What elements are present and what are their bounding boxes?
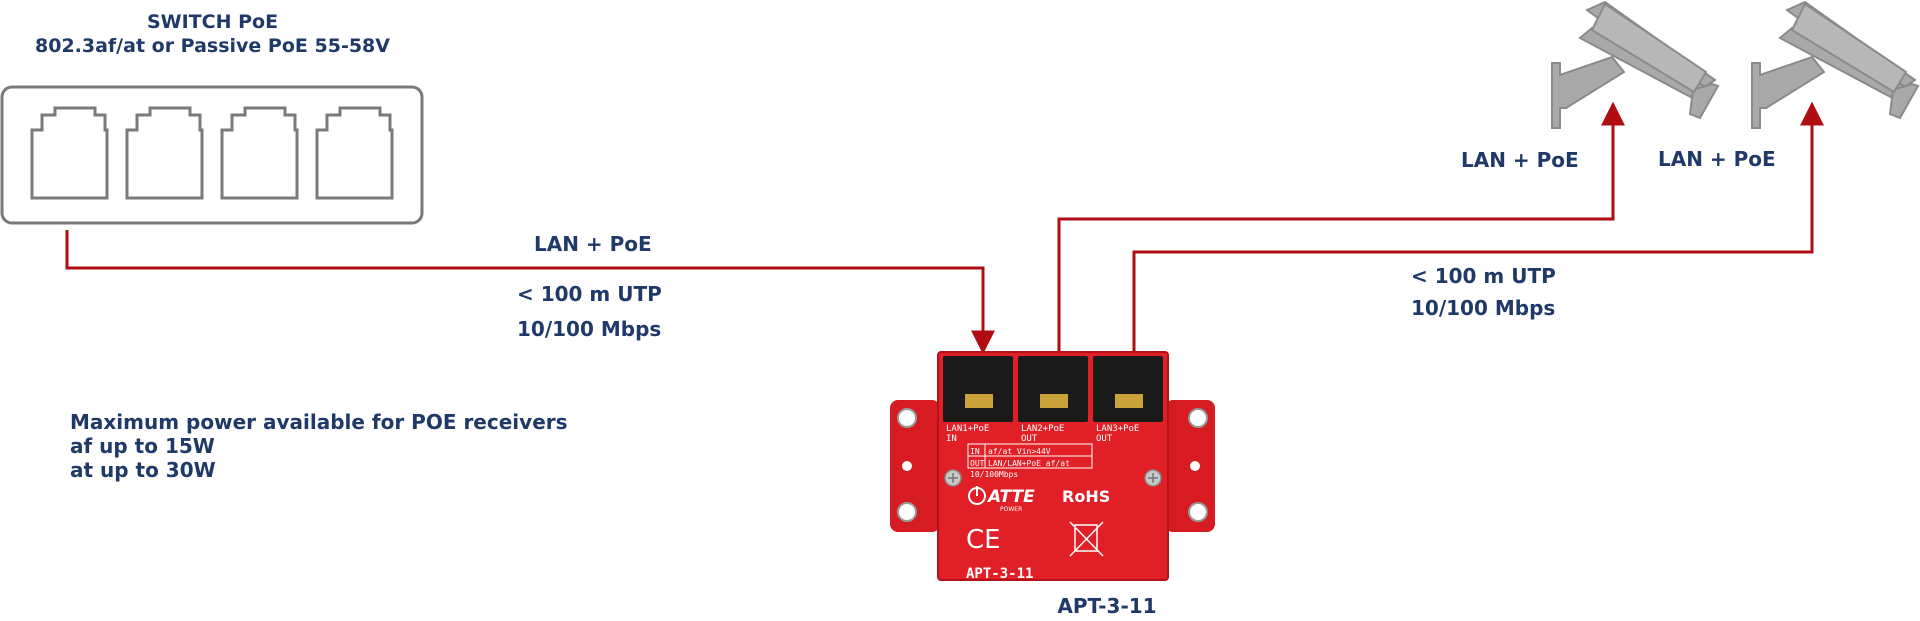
device-port2-label: LAN2+PoE <box>1021 424 1064 434</box>
link-device-to-camera-2 <box>1132 101 1824 355</box>
camera-1-icon <box>1551 0 1720 129</box>
device-port2-dir: OUT <box>1021 434 1038 444</box>
device-apt-3-11: LAN1+PoE IN LAN2+PoE OUT LAN3+PoE OUT IN… <box>890 351 1215 582</box>
right-link-distance: < 100 m UTP <box>1411 264 1556 288</box>
device-left-ear <box>890 400 940 532</box>
device-port3-label: LAN3+PoE <box>1096 424 1139 434</box>
device-brand-sub: POWER <box>1000 506 1022 513</box>
device-jack-2 <box>1018 356 1088 422</box>
left-link-speed: 10/100 Mbps <box>517 317 662 341</box>
power-note-title: Maximum power available for POE receiver… <box>70 410 568 434</box>
camera-1-label: LAN + PoE <box>1461 148 1579 172</box>
switch-port-3 <box>220 106 299 200</box>
right-link-speed: 10/100 Mbps <box>1411 296 1556 320</box>
switch-title: SWITCH PoE <box>146 11 279 33</box>
device-port1-dir: IN <box>946 434 957 444</box>
switch-title-block: SWITCH PoE 802.3af/at or Passive PoE 55-… <box>0 10 425 58</box>
device-spec-out-value: LAN/LAN+PoE af/at <box>988 459 1070 468</box>
device-spec-in-label: IN <box>970 447 980 456</box>
device-spec-speed: 10/100Mbps <box>970 470 1018 479</box>
device-spec-out-label: OUT <box>970 459 985 468</box>
weee-icon <box>1069 521 1104 557</box>
camera-2-icon <box>1751 0 1920 129</box>
link-switch-to-device <box>65 230 995 355</box>
power-note-af: af up to 15W <box>70 434 215 458</box>
power-note: Maximum power available for POE receiver… <box>70 410 568 482</box>
link-device-to-camera-1 <box>1057 101 1625 355</box>
power-note-at: at up to 30W <box>70 458 216 482</box>
device-model-print: APT-3-11 <box>966 566 1033 582</box>
device-rohs: RoHS <box>1062 487 1110 506</box>
switch-port-1 <box>30 106 109 200</box>
device-port3-dir: OUT <box>1096 434 1113 444</box>
device-jack-3 <box>1093 356 1163 422</box>
switch-port-2 <box>125 106 204 200</box>
device-spec-in-value: af/at Vin>44V <box>988 447 1051 456</box>
device-ce-mark: CE <box>966 525 1001 555</box>
left-link-label: LAN + PoE <box>534 232 652 256</box>
switch-subtitle: 802.3af/at or Passive PoE 55-58V <box>35 35 390 57</box>
device-jack-1 <box>943 356 1013 422</box>
camera-2-label: LAN + PoE <box>1658 147 1776 171</box>
device-brand: ATTE <box>986 487 1035 507</box>
switch-port-4 <box>315 106 394 200</box>
left-link-distance: < 100 m UTP <box>517 282 662 306</box>
device-caption: APT-3-11 <box>1057 594 1157 618</box>
device-port1-label: LAN1+PoE <box>946 424 989 434</box>
